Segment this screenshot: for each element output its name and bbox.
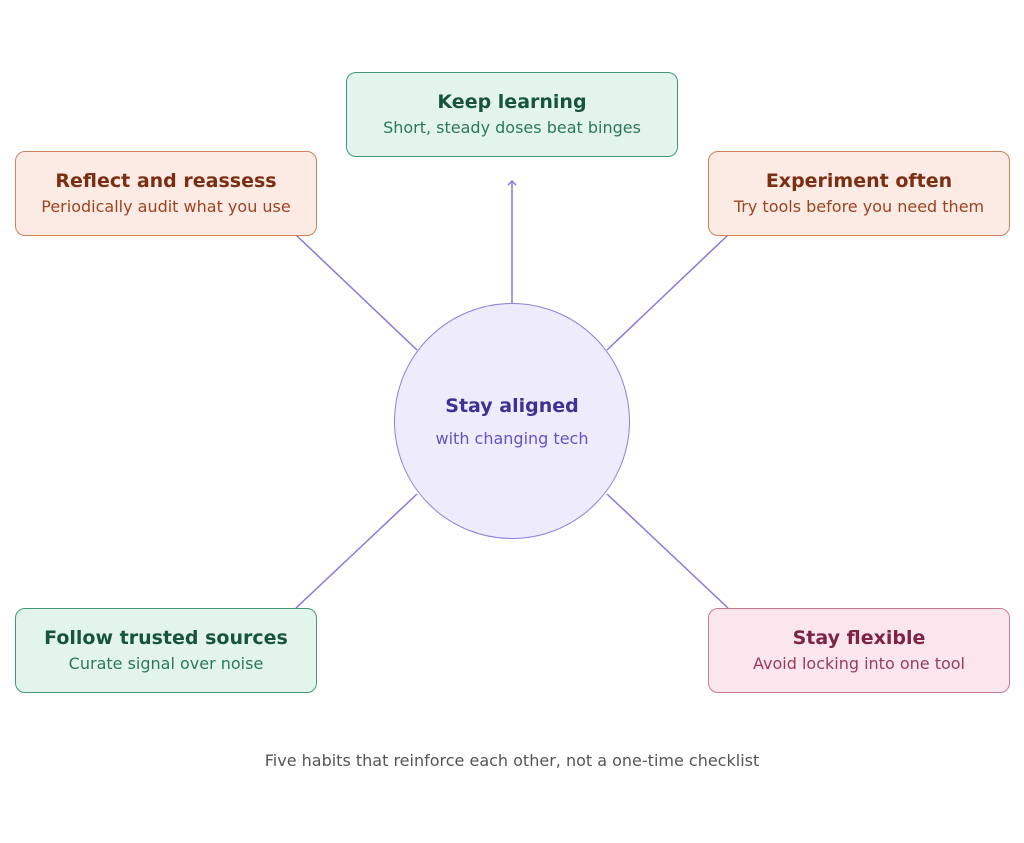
node-keep-learning: Keep learning Short, steady doses beat b… (346, 72, 678, 157)
node-stay-flexible: Stay flexible Avoid locking into one too… (708, 608, 1010, 693)
hub-subtitle: with changing tech (435, 428, 589, 448)
node-subtitle: Curate signal over noise (68, 654, 264, 673)
node-subtitle: Try tools before you need them (733, 197, 985, 216)
connector-stay-flexible (606, 493, 729, 609)
connector-reflect-and-reassess (295, 234, 418, 351)
node-title: Experiment often (765, 170, 953, 192)
node-reflect-and-reassess: Reflect and reassess Periodically audit … (15, 151, 317, 236)
node-follow-trusted-sources: Follow trusted sources Curate signal ove… (15, 608, 317, 693)
hub-circle: Stay aligned with changing tech (394, 303, 630, 539)
node-experiment-often: Experiment often Try tools before you ne… (708, 151, 1010, 236)
connector-follow-trusted-sources (295, 493, 418, 609)
node-subtitle: Periodically audit what you use (41, 197, 291, 216)
node-title: Follow trusted sources (44, 627, 288, 649)
node-subtitle: Avoid locking into one tool (753, 654, 965, 673)
hub-title: Stay aligned (445, 394, 579, 417)
node-title: Keep learning (437, 91, 587, 113)
node-title: Reflect and reassess (55, 170, 277, 192)
node-subtitle: Short, steady doses beat binges (383, 118, 641, 137)
connector-experiment-often (606, 234, 729, 351)
diagram-caption: Five habits that reinforce each other, n… (264, 751, 760, 770)
node-title: Stay flexible (792, 627, 926, 649)
